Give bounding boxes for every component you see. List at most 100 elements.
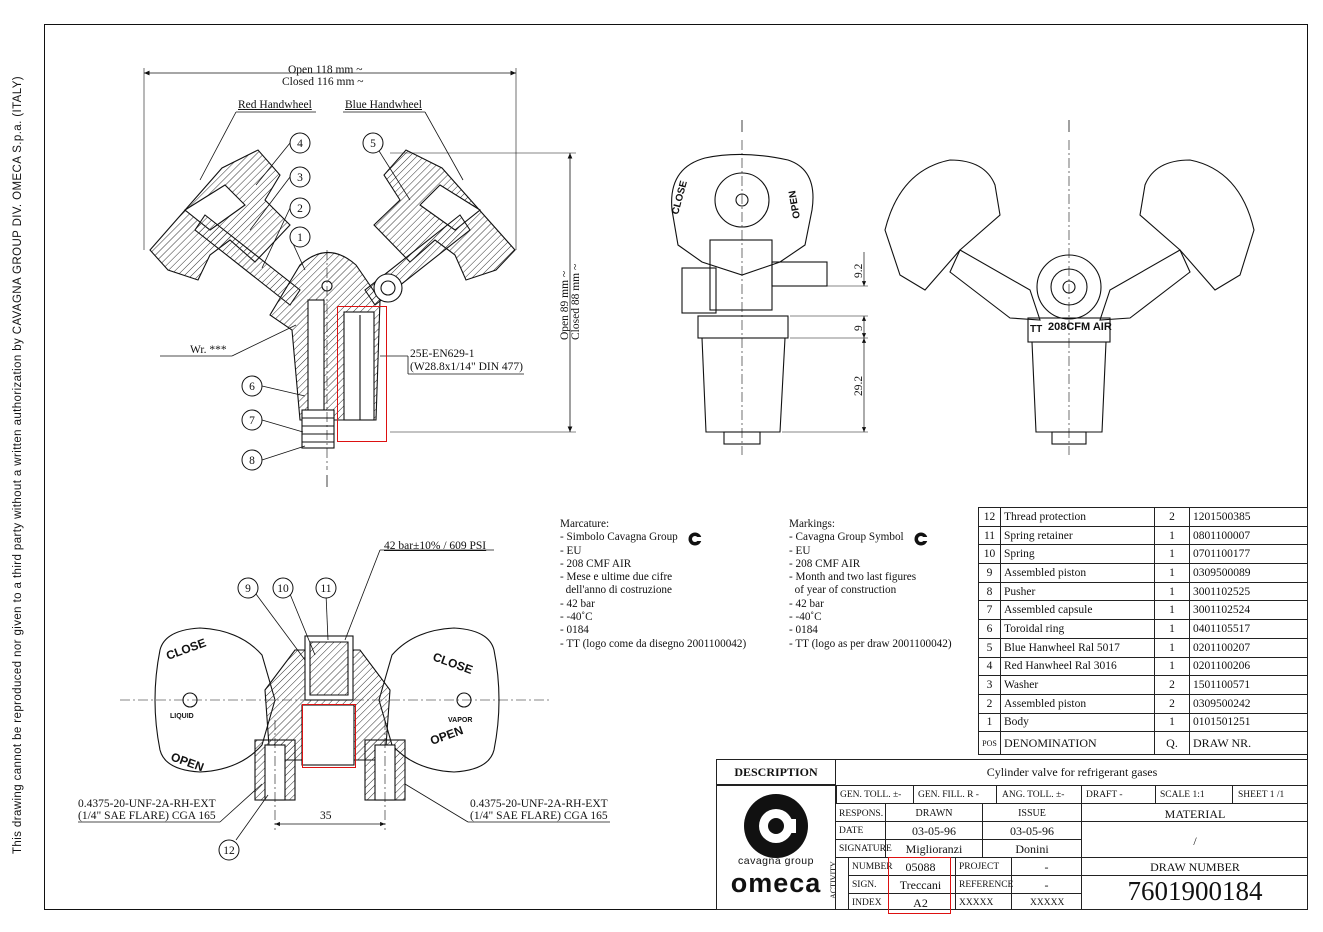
part-name: Red Hanwheel Ral 3016 bbox=[1000, 656, 1155, 677]
gen-toll: GEN. TOLL. ±- bbox=[840, 790, 902, 800]
part-name: Assembled capsule bbox=[1000, 600, 1155, 621]
balloon-4 bbox=[289, 132, 311, 154]
part-qty: 1 bbox=[1154, 525, 1190, 546]
balloon-10 bbox=[272, 577, 294, 599]
balloon-label: 4 bbox=[297, 138, 303, 150]
balloon-label: 9 bbox=[245, 583, 251, 595]
part-draw: 0201100206 bbox=[1189, 656, 1308, 677]
scale: SCALE 1:1 bbox=[1160, 790, 1205, 800]
part-draw: 0701100177 bbox=[1189, 544, 1308, 565]
part-pos: 11 bbox=[978, 525, 1001, 546]
cavagna-symbol-icon bbox=[688, 532, 702, 546]
dim-9-2: 9.2 bbox=[853, 263, 865, 278]
highlight-box bbox=[302, 704, 356, 768]
part-draw: 0309500242 bbox=[1189, 693, 1308, 714]
brand-small: cavagna group bbox=[738, 855, 814, 867]
markings-title: Marcature: bbox=[560, 518, 610, 530]
part-draw: 0201100207 bbox=[1189, 637, 1308, 658]
part-qty: 1 bbox=[1154, 544, 1190, 565]
part-qty: 2 bbox=[1154, 675, 1190, 695]
part-draw: 1501100571 bbox=[1189, 675, 1308, 695]
drawn-label: DRAWN bbox=[915, 808, 953, 819]
balloon-12 bbox=[218, 839, 240, 861]
part-draw: 3001102525 bbox=[1189, 581, 1308, 602]
dim-closed-height: Closed 88 mm ~ bbox=[570, 264, 582, 340]
marking-line: - Simbolo Cavagna Group bbox=[560, 531, 678, 544]
part-pos: 5 bbox=[978, 637, 1001, 658]
close-mark: CLOSE bbox=[670, 179, 690, 215]
marking-line: of year of construction bbox=[789, 584, 897, 597]
balloon-label: 10 bbox=[277, 583, 289, 595]
markings-title: Markings: bbox=[789, 518, 835, 530]
highlight-box bbox=[337, 306, 387, 442]
part-pos: 2 bbox=[978, 693, 1001, 714]
red-handwheel-label: Red Handwheel bbox=[238, 99, 312, 111]
respons-label: RESPONS. bbox=[839, 809, 884, 819]
issue-label: ISSUE bbox=[1018, 808, 1046, 819]
dim-35: 35 bbox=[320, 810, 332, 822]
flare-left-1: 0.4375-20-UNF-2A-RH-EXT bbox=[78, 798, 216, 810]
balloons bbox=[218, 132, 384, 861]
part-pos: 4 bbox=[978, 656, 1001, 677]
header-qty: Q. bbox=[1154, 731, 1190, 756]
ang-toll: ANG. TOLL. ±- bbox=[1002, 790, 1065, 800]
close-mark: CLOSE bbox=[431, 650, 475, 677]
draw-number-label: DRAW NUMBER bbox=[1150, 860, 1240, 874]
sign-value: Treccani bbox=[899, 878, 942, 892]
signature-drawn: Miglioranzi bbox=[905, 842, 963, 856]
part-draw: 1201500385 bbox=[1189, 507, 1308, 527]
vapor-mark: VAPOR bbox=[448, 717, 472, 724]
header-denomination: DENOMINATION bbox=[1000, 731, 1155, 756]
balloon-9 bbox=[237, 577, 259, 599]
dim-open-height: Open 89 mm ~ bbox=[559, 271, 571, 340]
sign-label: SIGN. bbox=[852, 880, 877, 890]
part-name: Spring bbox=[1000, 544, 1155, 565]
sheet: SHEET 1 /1 bbox=[1238, 790, 1285, 800]
marking-line: - -40˚C bbox=[560, 611, 593, 624]
number-label: NUMBER bbox=[852, 862, 893, 872]
part-qty: 1 bbox=[1154, 637, 1190, 658]
part-draw: 0801100007 bbox=[1189, 525, 1308, 546]
dim-closed-width: Closed 116 mm ~ bbox=[282, 76, 364, 88]
activity-label: ACTIVITY bbox=[829, 861, 838, 899]
marking-line: - EU bbox=[789, 544, 811, 557]
logo-cell bbox=[716, 785, 836, 910]
draft: DRAFT - bbox=[1086, 790, 1123, 800]
part-name: Body bbox=[1000, 712, 1155, 733]
marking-line: - 208 CMF AIR bbox=[560, 557, 632, 570]
top-view bbox=[78, 549, 610, 841]
material-label: MATERIAL bbox=[1164, 807, 1226, 821]
part-qty: 1 bbox=[1154, 600, 1190, 621]
marking-line: - 42 bar bbox=[789, 597, 824, 610]
part-draw: 0401105517 bbox=[1189, 619, 1308, 639]
markings-english: Markings: - Cavagna Group Symbol - EU - … bbox=[789, 518, 952, 651]
balloon-label: 5 bbox=[370, 138, 376, 150]
material-value: / bbox=[1193, 834, 1197, 848]
flare-right-1: 0.4375-20-UNF-2A-RH-EXT bbox=[470, 798, 608, 810]
dim-9: 9 bbox=[853, 325, 865, 331]
thread-standard-2: (W28.8x1/14" DIN 477) bbox=[410, 361, 523, 373]
side-view bbox=[671, 140, 868, 455]
balloon-label: 6 bbox=[249, 381, 255, 393]
draw-number: 7601900184 bbox=[1127, 876, 1263, 906]
marking-line: - Cavagna Group Symbol bbox=[789, 531, 904, 544]
part-qty: 1 bbox=[1154, 619, 1190, 639]
reference-value: - bbox=[1044, 878, 1049, 892]
balloon-label: 11 bbox=[320, 583, 331, 595]
section-view bbox=[143, 68, 576, 470]
signature-issue: Donini bbox=[1015, 842, 1049, 856]
description-label: DESCRIPTION bbox=[734, 765, 818, 779]
part-pos: 9 bbox=[978, 563, 1001, 583]
index-label: INDEX bbox=[852, 898, 882, 908]
close-mark: CLOSE bbox=[164, 636, 208, 663]
part-draw: 0101501251 bbox=[1189, 712, 1308, 733]
